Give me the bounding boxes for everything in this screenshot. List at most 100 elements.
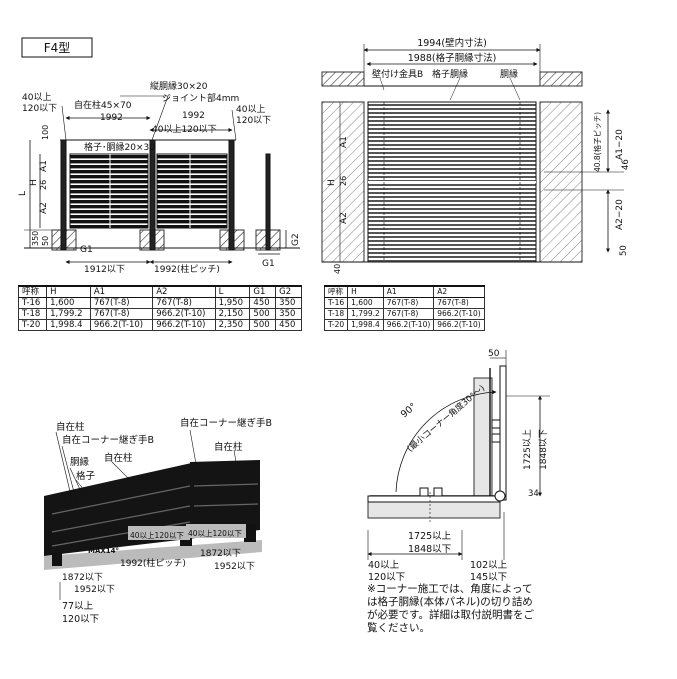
- svg-text:26: 26: [339, 176, 348, 186]
- svg-text:1872以下: 1872以下: [62, 573, 103, 583]
- svg-text:50: 50: [488, 349, 500, 359]
- lattice-panel: [69, 153, 149, 229]
- svg-text:L: L: [18, 191, 28, 196]
- table-header-cell: L: [214, 285, 251, 298]
- table-cell: 350: [275, 297, 302, 309]
- svg-text:格子胴縁: 格子胴縁: [432, 68, 468, 80]
- table-cell: T-20: [323, 319, 349, 331]
- table-cell: 767(T-8): [382, 297, 435, 309]
- table-row: T-20 1,998.4 966.2(T-10) 966.2(T-10): [323, 319, 485, 331]
- table-header-cell: A2: [152, 285, 216, 298]
- svg-text:G2: G2: [291, 233, 301, 246]
- table-cell: 966.2(T-10): [89, 319, 154, 331]
- svg-text:40以上: 40以上: [22, 92, 51, 103]
- svg-text:縦胴縁30×20: 縦胴縁30×20: [150, 80, 208, 92]
- svg-text:格子･胴縁20×30: 格子･胴縁20×30: [84, 141, 155, 153]
- svg-text:1912以下: 1912以下: [84, 265, 125, 275]
- svg-text:自在柱: 自在柱: [214, 441, 243, 453]
- svg-text:A2−20: A2−20: [615, 199, 625, 230]
- svg-text:A1: A1: [39, 160, 49, 172]
- table-row: T-18 1,799.2 767(T-8) 966.2(T-10): [323, 308, 485, 320]
- svg-text:自在柱: 自在柱: [104, 452, 133, 464]
- panel-elevation: [321, 44, 624, 263]
- svg-text:77以上: 77以上: [62, 601, 94, 612]
- table-cell: 767(T-8): [89, 297, 154, 309]
- table-header-cell: 呼称: [323, 285, 349, 298]
- table-cell: 1,998.4: [46, 319, 91, 331]
- svg-text:胴縁: 胴縁: [500, 68, 518, 80]
- table-cell: T-20: [17, 319, 48, 331]
- wall-right: [539, 101, 583, 263]
- table-cell: 1,799.2: [46, 308, 91, 320]
- perspective-labels: 自在柱 自在コーナー継ぎ手B 自在コーナー継ぎ手B 胴縁 格子 自在柱 自在柱 …: [56, 417, 272, 625]
- svg-text:1952以下: 1952以下: [74, 585, 115, 595]
- svg-text:MAX14°: MAX14°: [88, 547, 119, 555]
- svg-text:壁付け金具B: 壁付け金具B: [372, 68, 423, 80]
- svg-text:40.8(格子ピッチ): 40.8(格子ピッチ): [592, 112, 602, 172]
- svg-text:40: 40: [333, 264, 342, 274]
- table-cell: 1,998.4: [347, 319, 384, 331]
- front-labels: 40以上 120以下 自在柱45×70 縦胴縁30×20 ジョイント部4mm 4…: [18, 80, 301, 275]
- svg-text:自在コーナー継ぎ手B: 自在コーナー継ぎ手B: [180, 417, 272, 429]
- svg-text:40以上120以下: 40以上120以下: [152, 124, 217, 135]
- svg-text:40以上: 40以上: [236, 104, 265, 115]
- table-header-cell: A2: [433, 285, 485, 298]
- table-header-cell: G1: [249, 285, 277, 298]
- table-cell: 966.2(T-10): [152, 319, 216, 331]
- table-cell: 500: [249, 308, 277, 320]
- table-cell: 966.2(T-10): [152, 308, 216, 320]
- plan-view: [367, 350, 550, 560]
- post: [228, 139, 235, 251]
- wall: [321, 71, 365, 87]
- svg-text:120以下: 120以下: [368, 572, 405, 583]
- svg-text:1725以上: 1725以上: [408, 531, 452, 542]
- table-row: T-16 1,600 767(T-8) 767(T-8): [323, 297, 485, 309]
- svg-text:350: 350: [31, 231, 40, 246]
- svg-text:1992: 1992: [182, 111, 205, 121]
- perspective-view: [44, 429, 262, 600]
- table-cell: 350: [275, 308, 302, 320]
- spec-table-left: 呼称 H A1 A2 L G1 G2 T-16 1,600 767(T-8) 7…: [17, 285, 302, 331]
- svg-text:26: 26: [39, 180, 48, 190]
- svg-text:1992: 1992: [100, 113, 123, 123]
- svg-text:自在コーナー継ぎ手B: 自在コーナー継ぎ手B: [62, 434, 154, 446]
- svg-text:1848以下: 1848以下: [539, 429, 549, 470]
- svg-text:A2: A2: [339, 212, 349, 224]
- table-cell: T-16: [323, 297, 349, 309]
- panel-labels: 1994(壁内寸法) 1988(格子胴縁寸法) 壁付け金具B 格子胴縁 胴縁 A…: [327, 37, 631, 274]
- table-cell: 1,600: [46, 297, 91, 309]
- table-cell: 2,350: [214, 319, 251, 331]
- table-cell: 500: [249, 319, 277, 331]
- table-cell: T-18: [323, 308, 349, 320]
- table-header-cell: A1: [89, 285, 154, 298]
- table-cell: 767(T-8): [152, 297, 216, 309]
- svg-text:145以下: 145以下: [470, 572, 507, 583]
- table-cell: 2,150: [214, 308, 251, 320]
- lattice-panel: [156, 153, 228, 229]
- svg-text:40以上120以下: 40以上120以下: [188, 529, 242, 538]
- svg-text:100: 100: [41, 125, 50, 140]
- table-cell: T-18: [17, 308, 48, 320]
- svg-text:46: 46: [621, 159, 631, 170]
- svg-text:1848以下: 1848以下: [408, 544, 451, 555]
- table-header-row: 呼称 H A1 A2: [323, 285, 485, 298]
- svg-text:G1: G1: [262, 259, 275, 269]
- svg-text:ジョイント部4mm: ジョイント部4mm: [162, 92, 239, 104]
- svg-text:H: H: [327, 179, 337, 186]
- svg-text:胴縁: 胴縁: [70, 456, 90, 468]
- table-cell: 966.2(T-10): [382, 319, 435, 331]
- front-elevation: [24, 95, 300, 264]
- svg-text:34: 34: [528, 489, 539, 499]
- svg-text:F4型: F4型: [44, 41, 71, 55]
- svg-text:50: 50: [41, 236, 50, 246]
- post: [149, 139, 156, 251]
- table-header-cell: H: [46, 285, 91, 298]
- table-cell: 450: [275, 319, 302, 331]
- wall: [539, 71, 583, 87]
- table-row: T-20 1,998.4 966.2(T-10) 966.2(T-10) 2,3…: [17, 319, 302, 331]
- svg-text:A2: A2: [39, 202, 49, 214]
- svg-text:自在柱45×70: 自在柱45×70: [74, 99, 132, 111]
- table-header-cell: G2: [275, 285, 302, 298]
- svg-text:90°: 90°: [399, 401, 419, 420]
